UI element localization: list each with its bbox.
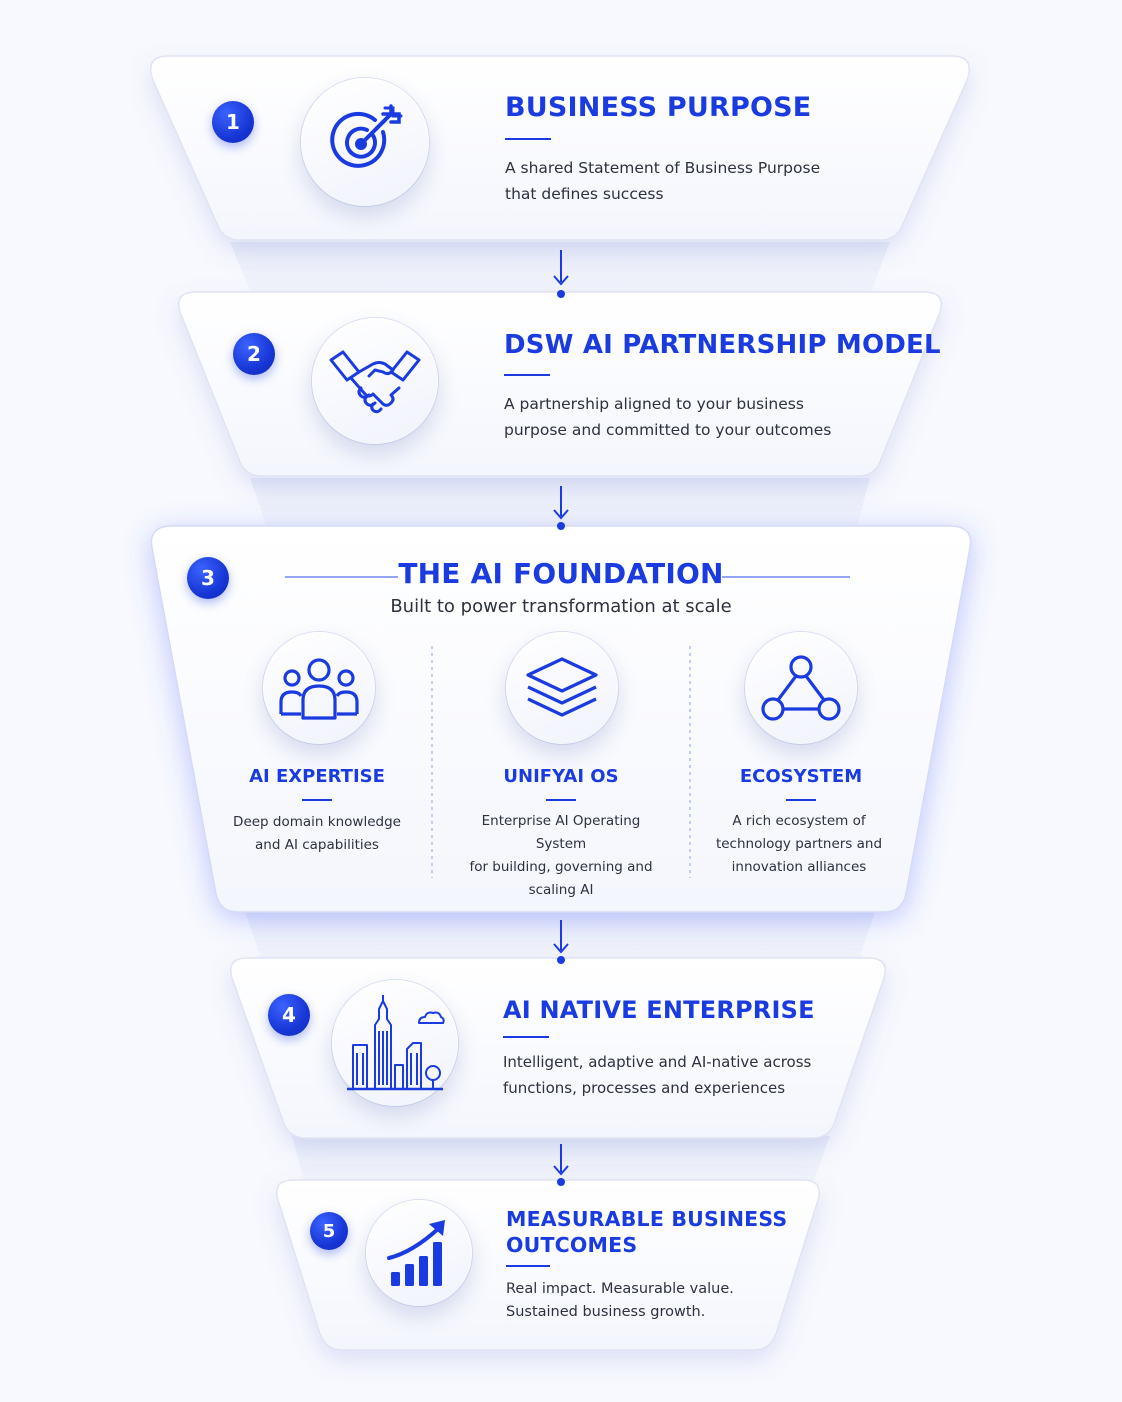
connector-dot-1	[557, 290, 565, 298]
step-4-title: AI NATIVE ENTERPRISE	[503, 996, 815, 1024]
unifyai-os-desc-line-3: scaling AI	[528, 882, 594, 898]
step-5-title-line-1: MEASURABLE BUSINESS	[506, 1207, 788, 1231]
unifyai-os-title: UNIFYAI OS	[503, 766, 619, 787]
ai-expertise-title: AI EXPERTISE	[249, 766, 385, 787]
ecosystem-desc-line-1: A rich ecosystem of	[732, 813, 866, 829]
connector-dot-4	[557, 1178, 565, 1186]
growth-chart-icon	[366, 1200, 472, 1306]
connector-arrow-3	[553, 920, 569, 954]
step-4-desc-line-2: functions, processes and experiences	[503, 1079, 786, 1097]
step-2-desc-line-1: A partnership aligned to your business	[504, 395, 804, 413]
target-icon	[301, 78, 429, 206]
step-5-title-line-2: OUTCOMES	[506, 1233, 638, 1257]
connector-dot-3	[557, 956, 565, 964]
card-2	[178, 291, 942, 477]
ai-expertise-description: Deep domain knowledge and AI capabilitie…	[212, 811, 422, 857]
unifyai-os-desc-line-2: for building, governing and	[469, 859, 653, 875]
ai-expertise-rule	[302, 799, 332, 801]
step-2-badge: 2	[233, 333, 275, 375]
step-1-desc-line-1: A shared Statement of Business Purpose	[505, 159, 821, 177]
ecosystem-desc-line-3: innovation alliances	[731, 859, 867, 875]
step-2-rule	[504, 374, 550, 376]
step-1-description: A shared Statement of Business Purpose t…	[505, 155, 885, 207]
connector-arrow-1	[553, 250, 569, 286]
step-4-desc-line-1: Intelligent, adaptive and AI-native acro…	[503, 1053, 812, 1071]
step-1-badge: 1	[212, 101, 254, 143]
step-5-desc-line-1: Real impact. Measurable value.	[506, 1281, 734, 1297]
connector-arrow-2	[553, 486, 569, 520]
step-5-title: MEASURABLE BUSINESS OUTCOMES	[506, 1206, 787, 1258]
city-icon	[332, 980, 458, 1106]
step-3-subtitle: Built to power transformation at scale	[390, 596, 732, 617]
people-icon	[263, 632, 375, 744]
unifyai-os-desc-line-1: Enterprise AI Operating System	[481, 813, 641, 852]
step-5-description: Real impact. Measurable value. Sustained…	[506, 1278, 786, 1324]
ecosystem-description: A rich ecosystem of technology partners …	[694, 810, 904, 879]
unifyai-os-rule	[546, 799, 576, 801]
connector-arrow-4	[553, 1144, 569, 1176]
step-4-rule	[503, 1036, 549, 1038]
step-5-rule	[506, 1265, 550, 1267]
step-2-description: A partnership aligned to your business p…	[504, 391, 884, 443]
step-3-badge: 3	[187, 557, 229, 599]
card-1	[150, 55, 970, 241]
step-4-description: Intelligent, adaptive and AI-native acro…	[503, 1049, 863, 1101]
handshake-icon	[312, 318, 438, 444]
step-5-badge: 5	[310, 1212, 348, 1250]
step-1-desc-line-2: that defines success	[505, 185, 664, 203]
step-2-desc-line-2: purpose and committed to your outcomes	[504, 421, 832, 439]
step-1-title: BUSINESS PURPOSE	[505, 92, 812, 123]
layers-icon	[506, 632, 618, 744]
card-4	[230, 957, 886, 1139]
unifyai-os-description: Enterprise AI Operating System for build…	[456, 810, 666, 902]
step-4-badge: 4	[268, 994, 310, 1036]
step-3-title: THE AI FOUNDATION	[398, 557, 724, 590]
ecosystem-title: ECOSYSTEM	[739, 766, 863, 787]
step-1-rule	[505, 138, 551, 140]
ecosystem-rule	[786, 799, 816, 801]
step-5-desc-line-2: Sustained business growth.	[506, 1304, 706, 1320]
network-icon	[745, 632, 857, 744]
ecosystem-desc-line-2: technology partners and	[715, 836, 883, 852]
ai-expertise-desc-line-1: Deep domain knowledge	[233, 814, 401, 830]
step-2-title: DSW AI PARTNERSHIP MODEL	[504, 330, 941, 360]
ai-expertise-desc-line-2: and AI capabilities	[255, 837, 379, 853]
connector-dot-2	[557, 522, 565, 530]
